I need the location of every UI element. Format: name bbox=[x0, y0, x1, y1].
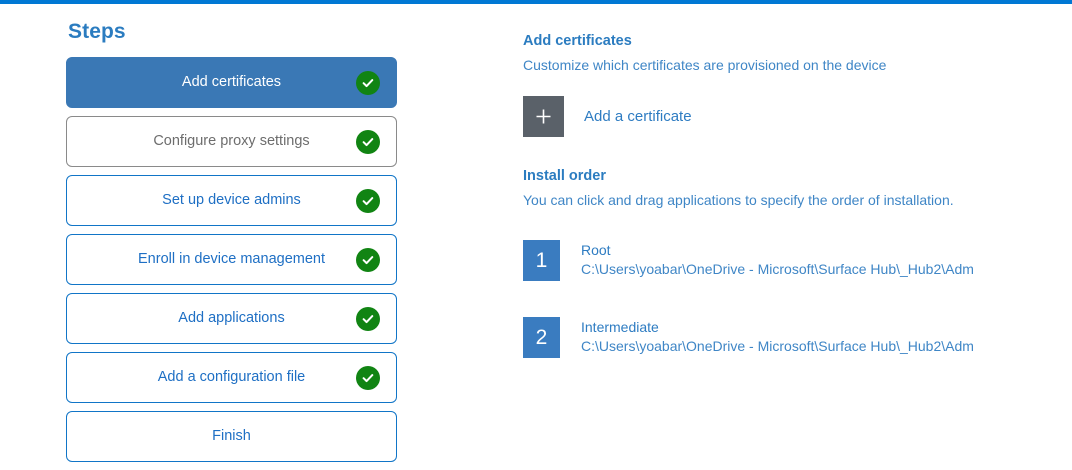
detail-panel: Add certificates Customize which certifi… bbox=[523, 32, 1023, 394]
step-complete-check-icon bbox=[356, 70, 380, 95]
install-order-list: 1 Root C:\Users\yoabar\OneDrive - Micros… bbox=[523, 239, 1023, 358]
step-label: Configure proxy settings bbox=[153, 132, 310, 149]
step-label: Set up device admins bbox=[162, 191, 301, 208]
step-button-configure-proxy-settings[interactable]: Configure proxy settings bbox=[66, 116, 397, 168]
order-item-text: Root C:\Users\yoabar\OneDrive - Microsof… bbox=[581, 241, 974, 279]
install-order-item[interactable]: 1 Root C:\Users\yoabar\OneDrive - Micros… bbox=[523, 239, 1008, 281]
step-button-set-up-device-admins[interactable]: Set up device admins bbox=[66, 175, 397, 227]
order-number-badge: 2 bbox=[523, 316, 560, 358]
plus-icon bbox=[523, 96, 564, 138]
step-label: Finish bbox=[212, 427, 251, 444]
add-certificate-label: Add a certificate bbox=[584, 107, 692, 125]
order-item-path: C:\Users\yoabar\OneDrive - Microsoft\Sur… bbox=[581, 338, 974, 355]
step-label: Add applications bbox=[178, 309, 285, 326]
order-item-name: Root bbox=[581, 242, 611, 259]
top-accent-bar bbox=[0, 0, 1072, 4]
order-item-path: C:\Users\yoabar\OneDrive - Microsoft\Sur… bbox=[581, 261, 974, 278]
step-button-add-a-configuration-file[interactable]: Add a configuration file bbox=[66, 352, 397, 404]
step-label: Add certificates bbox=[181, 73, 282, 90]
install-order-heading: Install order bbox=[523, 168, 606, 185]
install-order-description: You can click and drag applications to s… bbox=[523, 192, 954, 209]
step-button-add-certificates[interactable]: Add certificates bbox=[66, 57, 397, 109]
steps-title: Steps bbox=[68, 20, 126, 43]
order-item-text: Intermediate C:\Users\yoabar\OneDrive - … bbox=[581, 318, 974, 356]
install-order-section: Install order You can click and drag app… bbox=[523, 167, 1023, 358]
detail-description: Customize which certificates are provisi… bbox=[523, 57, 887, 74]
step-button-enroll-in-device-management[interactable]: Enroll in device management bbox=[66, 234, 397, 286]
step-label: Add a configuration file bbox=[157, 368, 306, 385]
page-root: Steps Add certificates Configure proxy s… bbox=[0, 4, 1072, 463]
order-item-name: Intermediate bbox=[581, 319, 659, 336]
steps-panel: Steps Add certificates Configure proxy s… bbox=[66, 20, 397, 470]
install-order-item[interactable]: 2 Intermediate C:\Users\yoabar\OneDrive … bbox=[523, 316, 1008, 358]
detail-heading: Add certificates bbox=[523, 33, 632, 49]
step-complete-check-icon bbox=[356, 365, 380, 390]
step-button-finish[interactable]: Finish bbox=[66, 411, 397, 463]
order-number-badge: 1 bbox=[523, 239, 560, 281]
step-complete-check-icon bbox=[356, 247, 380, 272]
step-complete-check-icon bbox=[356, 129, 380, 154]
add-certificate-button[interactable]: Add a certificate bbox=[523, 96, 692, 138]
step-button-add-applications[interactable]: Add applications bbox=[66, 293, 397, 345]
step-complete-check-icon bbox=[356, 188, 380, 213]
step-label: Enroll in device management bbox=[138, 250, 325, 267]
step-complete-check-icon bbox=[356, 306, 380, 331]
